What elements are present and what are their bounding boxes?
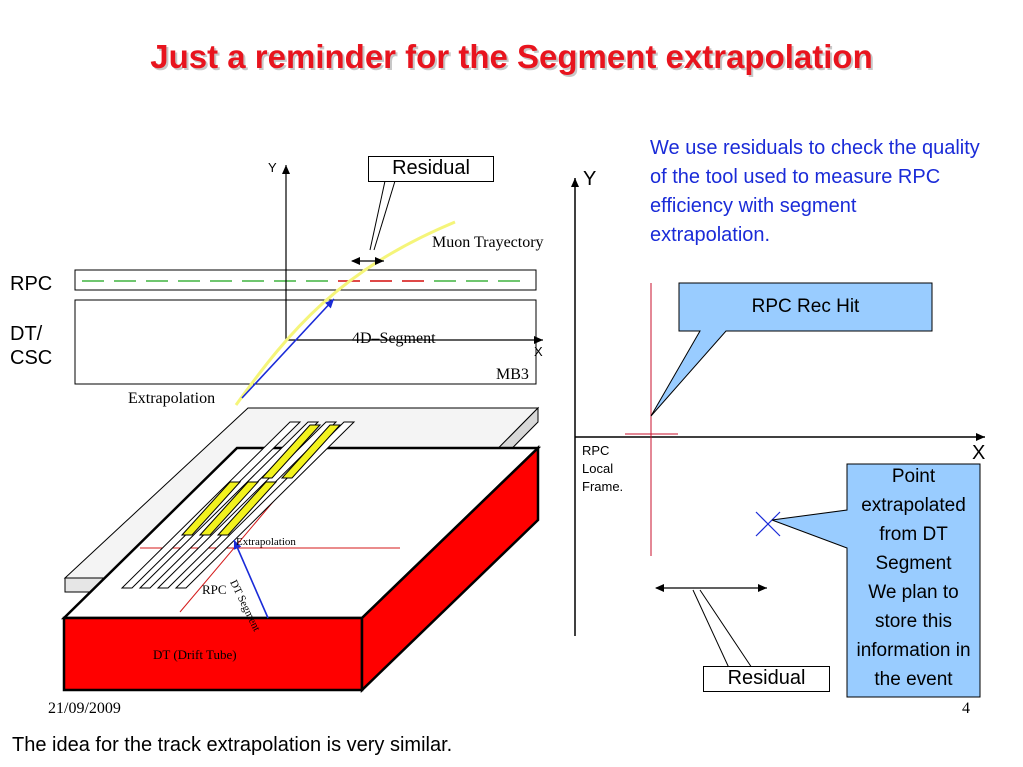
dt-csc-side-label: DT/ CSC (10, 322, 52, 370)
residual-note: We use residuals to check the quality of… (650, 137, 980, 246)
rpc-local-frame-label: RPC Local Frame. (582, 442, 623, 496)
dt-segment-arrow (233, 539, 269, 619)
right-residual-callout-line-2 (699, 589, 753, 669)
extrapolated-point-mark-2 (755, 511, 781, 537)
frame-label-line-1: RPC (582, 443, 610, 458)
rpc-side-label: RPC (10, 273, 53, 295)
left-residual-callout-line-2 (373, 180, 396, 251)
extrapolation-label: Extrapolation (128, 390, 216, 407)
left-x-axis-label: X (534, 344, 543, 359)
segment-4d-label: 4D–Segment (352, 330, 436, 347)
mb3-label: MB3 (496, 366, 529, 383)
page-number: 4 (962, 700, 970, 717)
callout-line: information in (856, 640, 971, 661)
callout-line: store this (874, 611, 953, 632)
block-dt-label: DT (Drift Tube) (153, 647, 237, 662)
segment-extrapolation-arrow (241, 298, 335, 399)
point-extrapolated-callout-text: Point extrapolated from DT Segment We pl… (847, 462, 980, 694)
callout-line: extrapolated (861, 495, 966, 516)
right-residual-label: Residual (703, 666, 830, 692)
frame-label-line-3: Frame. (582, 479, 624, 494)
callout-line: Point (891, 466, 936, 487)
frame-label-line-2: Local (582, 461, 614, 476)
slide-title: Just a reminder for the Segment extrapol… (150, 38, 873, 75)
block-extrapolation-label: Extrapolation (236, 536, 296, 548)
right-residual-callout-line-1 (692, 589, 730, 669)
callout-line: from DT (879, 524, 948, 545)
footer-date: 21/09/2009 (48, 700, 121, 717)
rec-hit-callout-shape (650, 282, 933, 417)
right-x-axis-label: X (972, 442, 986, 464)
callout-line: We plan to (868, 582, 959, 603)
block-rpc-label: RPC (202, 582, 227, 597)
callout-line: Segment (875, 553, 952, 574)
muon-trajectory-curve (234, 220, 456, 406)
rpc-hit-strip-group (180, 424, 342, 536)
point-extrapolated-callout-shape (771, 463, 981, 698)
rpc-chamber-outline (74, 269, 537, 291)
footer-caption: The idea for the track extrapolation is … (12, 734, 453, 756)
left-y-axis-label: Y (268, 160, 277, 175)
callout-line: the event (874, 669, 953, 690)
left-residual-callout-line-1 (369, 180, 386, 251)
dt-chamber-outline (74, 299, 537, 385)
dt-label-line: DT/ (10, 323, 43, 345)
csc-label-line: CSC (10, 347, 53, 369)
rec-hit-callout-text: RPC Rec Hit (751, 296, 860, 317)
muon-trayectory-label: Muon Trayectory (432, 234, 544, 251)
dt-block-side (360, 445, 540, 693)
left-residual-label: Residual (368, 156, 494, 182)
right-y-axis-label: Y (583, 168, 597, 190)
